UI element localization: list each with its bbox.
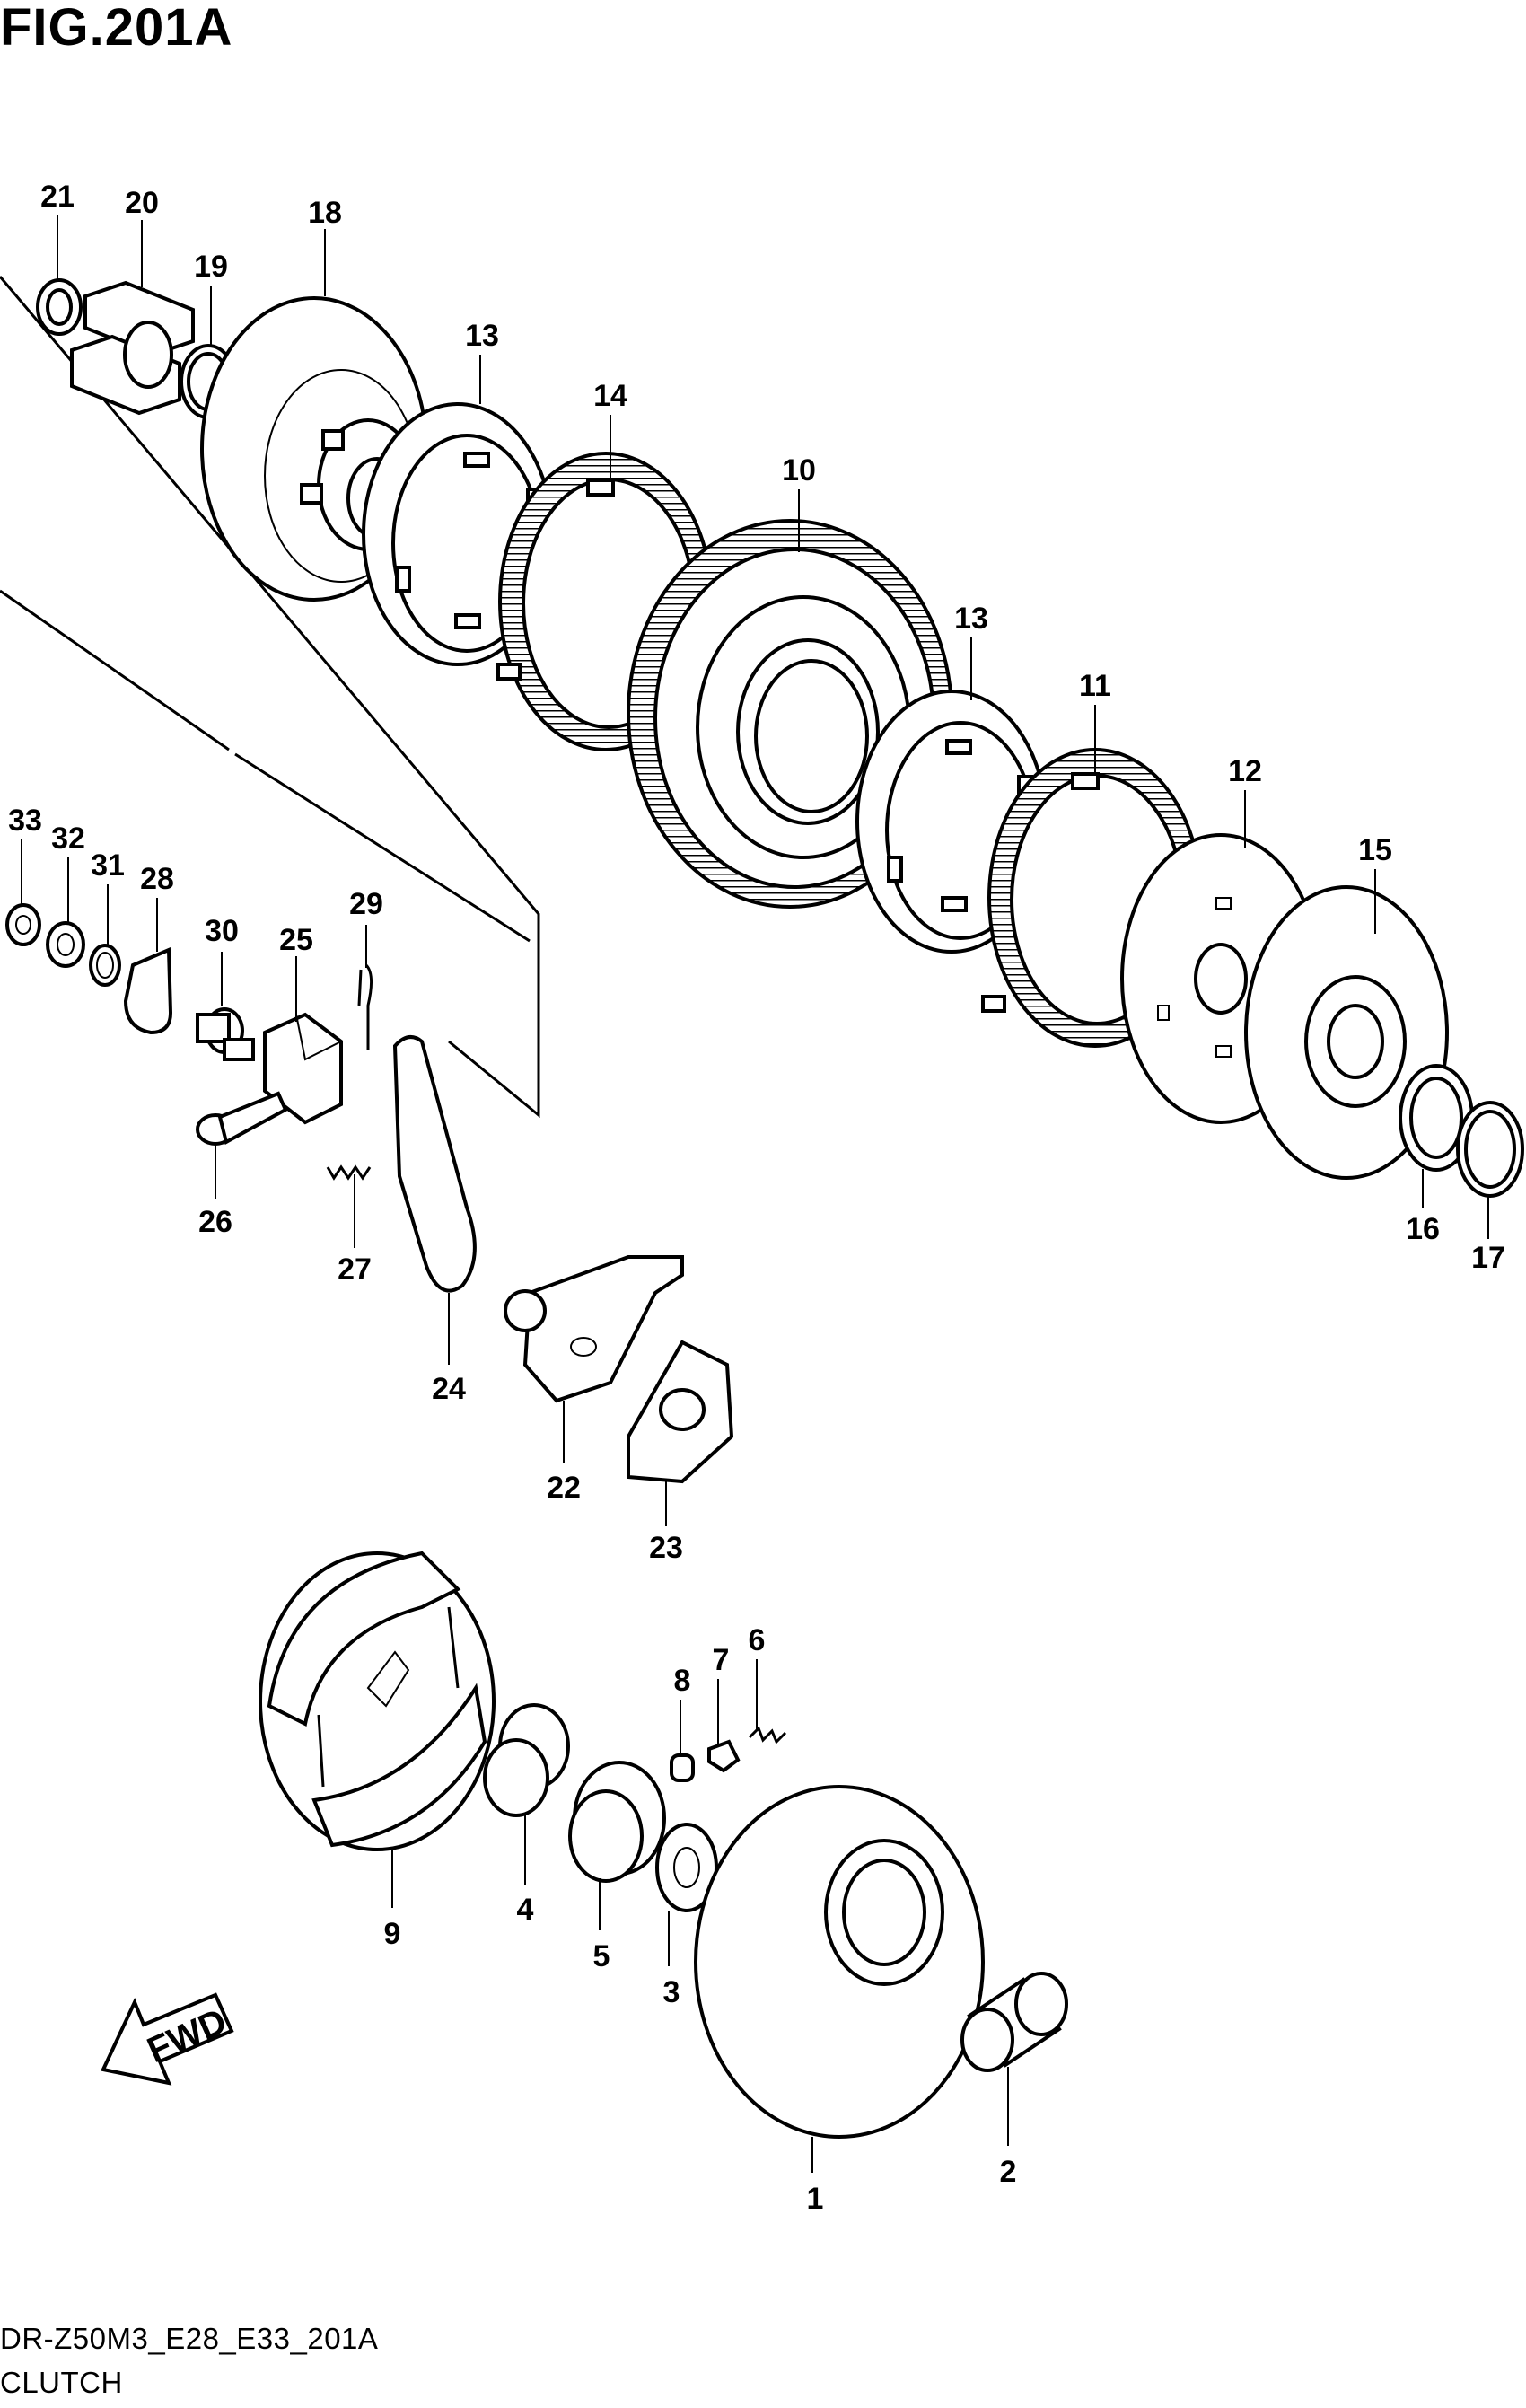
- part-label-6: 6: [749, 1623, 766, 1657]
- part-7-cap: [707, 1739, 741, 1773]
- part-17-circlip: [1456, 1101, 1524, 1198]
- part-label-21: 21: [40, 180, 75, 214]
- figure-caption: CLUTCH: [0, 2366, 123, 2399]
- part-label-27: 27: [338, 1252, 372, 1287]
- figure-title: FIG.201A: [0, 0, 233, 57]
- part-24-clutch-arm: [392, 1035, 477, 1293]
- part-label-24: 24: [432, 1372, 466, 1406]
- part-6-spring: [748, 1726, 787, 1744]
- leader-lines: [21, 215, 1489, 2173]
- part-31-washer: [89, 944, 121, 987]
- part-23-cam-plate: [627, 1340, 734, 1484]
- part-5-one-way-clutch: [568, 1761, 666, 1883]
- model-code: DR-Z50M3_E28_E33_201A: [0, 2322, 379, 2355]
- part-label-12: 12: [1228, 754, 1262, 788]
- part-label-29: 29: [349, 887, 383, 921]
- part-label-5: 5: [593, 1939, 610, 1973]
- part-33-nut: [5, 903, 41, 946]
- part-label-10: 10: [782, 453, 816, 488]
- part-label-3: 3: [663, 1975, 680, 2009]
- part-label-16: 16: [1406, 1212, 1440, 1246]
- part-label-30: 30: [205, 914, 239, 948]
- part-label-23: 23: [649, 1531, 683, 1565]
- part-label-7: 7: [713, 1643, 730, 1677]
- part-3-washer: [655, 1823, 718, 1912]
- part-label-32: 32: [51, 822, 85, 856]
- part-label-1: 1: [807, 2182, 824, 2216]
- part-26-clevis-pin: [196, 1091, 288, 1146]
- part-label-11: 11: [1079, 669, 1111, 703]
- part-21-bushing: [36, 278, 83, 336]
- part-label-14: 14: [593, 379, 627, 413]
- part-label-28: 28: [140, 862, 174, 896]
- subassembly-boundary-left: [0, 589, 531, 943]
- part-9-clutch-shoe: [259, 1551, 496, 1851]
- part-29-cotter-pin: [357, 963, 373, 1050]
- part-label-20: 20: [125, 186, 159, 220]
- part-label-2: 2: [1000, 2155, 1017, 2189]
- part-8-roller: [670, 1753, 695, 1782]
- subassembly-boundary: [0, 276, 540, 1119]
- part-label-8: 8: [674, 1664, 691, 1698]
- part-label-13-lower: 13: [954, 602, 988, 636]
- part-label-15: 15: [1358, 833, 1392, 867]
- part-4-bushing: [483, 1703, 570, 1817]
- part-label-4: 4: [517, 1893, 534, 1927]
- part-32-washer: [46, 921, 85, 968]
- part-2-spacer: [960, 1972, 1068, 2072]
- part-30-bolt: [196, 1007, 255, 1061]
- part-20-damper: [70, 280, 195, 416]
- part-label-22: 22: [547, 1471, 581, 1505]
- part-15-spring-plate: [1244, 885, 1449, 1180]
- part-label-17: 17: [1471, 1241, 1505, 1275]
- part-label-19: 19: [194, 250, 228, 284]
- part-number-labels: 1 2 3 4 5 6 7 8 9 10 11 12 13 13 14 15 1…: [8, 180, 1505, 2216]
- forward-direction-arrow: FWD: [101, 1992, 234, 2086]
- part-label-31: 31: [91, 848, 125, 883]
- part-label-9: 9: [384, 1917, 401, 1951]
- part-27-spring: [326, 1164, 372, 1181]
- part-1-clutch-drum: [694, 1785, 985, 2139]
- part-16-washer: [1399, 1064, 1474, 1172]
- part-label-33: 33: [8, 804, 42, 838]
- part-28-lock-plate: [123, 947, 173, 1035]
- part-25-joint: [263, 1012, 343, 1125]
- part-10-driven-gear: [627, 519, 953, 909]
- part-22-release-lever: [504, 1255, 684, 1403]
- part-label-26: 26: [198, 1205, 232, 1239]
- part-label-13-upper: 13: [465, 319, 499, 353]
- part-label-25: 25: [279, 923, 313, 957]
- part-label-18: 18: [308, 196, 342, 230]
